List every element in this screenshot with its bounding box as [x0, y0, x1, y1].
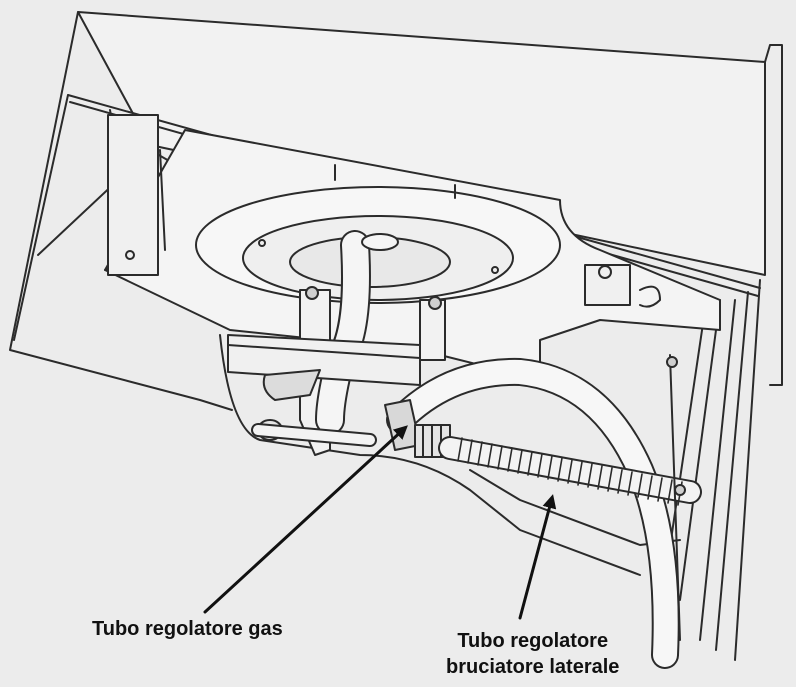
callout-gas-regulator-tube: Tubo regolatore gas	[92, 618, 283, 640]
callout-side-burner-line1: Tubo regolatore	[457, 630, 609, 652]
valve-body	[251, 369, 377, 447]
burner-plate	[195, 164, 561, 304]
housing-right-wall	[667, 44, 783, 661]
callout-side-burner-line2: bruciatore laterale	[446, 656, 620, 678]
mount-bracket-right	[419, 296, 446, 361]
side-rod	[666, 354, 686, 641]
arrow-gas-regulator	[203, 425, 408, 614]
left-bracket	[107, 114, 159, 276]
manifold-bar	[227, 334, 421, 386]
arrow-side-burner	[518, 494, 557, 620]
gas-regulator-hose	[386, 357, 680, 669]
side-burner-corrugated-tube	[438, 436, 702, 506]
callout-side-burner-tube: Tubo regolatore bruciatore laterale	[446, 628, 619, 680]
right-bracket	[584, 264, 661, 308]
